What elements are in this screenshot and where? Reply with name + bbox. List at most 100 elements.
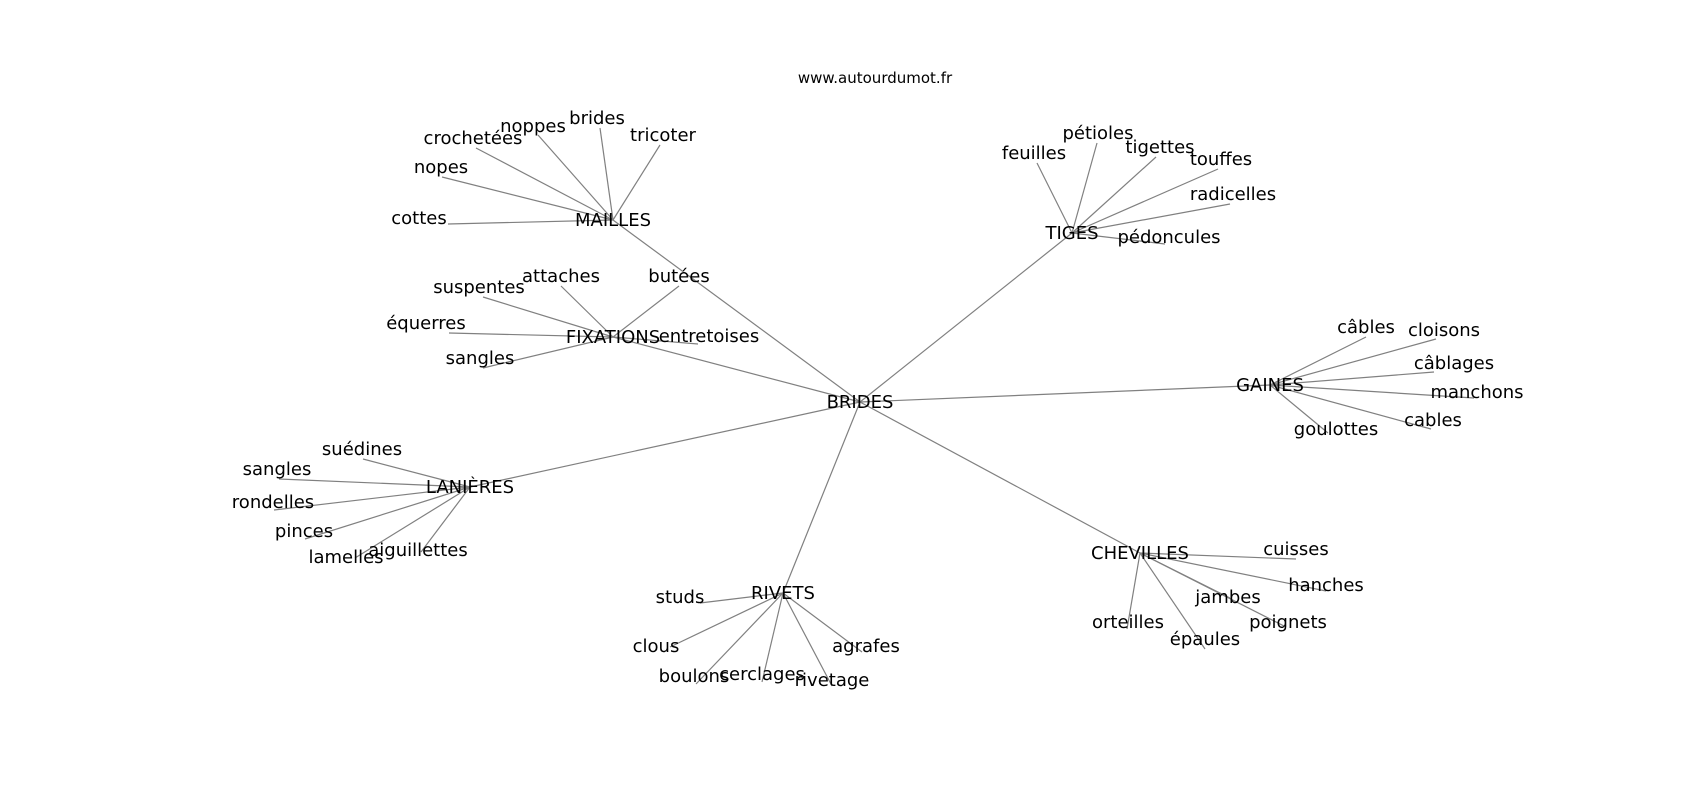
leaf-node-tricoter: tricoter bbox=[630, 125, 697, 146]
edge-tiges-tigettes bbox=[1071, 156, 1157, 234]
edge-rivets-agrafes bbox=[782, 592, 863, 653]
edge-root-chevilles bbox=[859, 401, 1141, 554]
leaf-node-sangles: sangles bbox=[243, 459, 312, 480]
leaf-node-studs: studs bbox=[656, 587, 705, 608]
leaf-node-cables: cables bbox=[1404, 410, 1462, 431]
edge-root-gaines bbox=[859, 384, 1271, 403]
edge-gaines-cablages bbox=[1269, 371, 1435, 386]
leaf-node-clous: clous bbox=[633, 636, 680, 657]
leaf-node-poignets: poignets bbox=[1249, 612, 1327, 633]
leaf-node-suedines: suédines bbox=[322, 439, 402, 460]
group-node-mailles: MAILLES bbox=[575, 210, 651, 231]
edge-lanieres-lamelles bbox=[354, 486, 471, 559]
edge-mailles-crochetees bbox=[475, 147, 614, 221]
edge-root-tiges bbox=[859, 232, 1073, 403]
root-node: BRIDES bbox=[827, 392, 894, 413]
edge-fixations-butees bbox=[612, 285, 680, 338]
leaf-node-cottes: cottes bbox=[391, 208, 446, 229]
leaf-node-touffes: touffes bbox=[1190, 149, 1252, 170]
group-node-rivets: RIVETS bbox=[751, 583, 815, 604]
leaf-node-epaules: épaules bbox=[1170, 629, 1240, 650]
edge-tiges-radicelles bbox=[1071, 203, 1231, 234]
edge-mailles-tricoter bbox=[612, 144, 661, 221]
edge-gaines-cloisons bbox=[1269, 338, 1437, 386]
edge-root-lanieres bbox=[469, 401, 861, 488]
leaf-node-hanches: hanches bbox=[1288, 575, 1364, 596]
leaf-node-cables: câbles bbox=[1337, 317, 1395, 338]
edge-chevilles-hanches bbox=[1139, 552, 1327, 592]
edge-lanieres-sangles bbox=[278, 478, 471, 488]
edge-rivets-boulons bbox=[695, 592, 784, 685]
leaf-node-tigettes: tigettes bbox=[1125, 137, 1194, 158]
group-node-lanieres: LANIÈRES bbox=[426, 476, 514, 498]
leaf-node-nopes: nopes bbox=[414, 157, 468, 178]
edge-fixations-entretoises bbox=[612, 336, 699, 345]
edge-tiges-petioles bbox=[1071, 142, 1098, 234]
edge-lanieres-rondelles bbox=[273, 486, 471, 511]
edge-tiges-feuilles bbox=[1036, 162, 1073, 234]
edge-root-mailles bbox=[612, 219, 861, 403]
edge-fixations-sangles bbox=[482, 336, 614, 369]
leaf-node-sangles: sangles bbox=[446, 348, 515, 369]
edge-fixations-attaches bbox=[560, 285, 614, 338]
leaf-node-noppes: noppes bbox=[500, 116, 566, 137]
leaf-node-rondelles: rondelles bbox=[232, 492, 314, 513]
edge-lanieres-aiguillettes bbox=[420, 486, 471, 553]
leaf-node-butees: butées bbox=[648, 266, 709, 287]
leaf-node-orteilles: orteilles bbox=[1092, 612, 1164, 633]
leaf-node-cablages: câblages bbox=[1414, 353, 1494, 374]
edge-chevilles-epaules bbox=[1139, 552, 1206, 650]
group-node-gaines: GAINES bbox=[1236, 375, 1304, 396]
leaf-node-feuilles: feuilles bbox=[1002, 143, 1066, 164]
leaf-node-petioles: pétioles bbox=[1062, 123, 1133, 144]
edge-lanieres-pinces bbox=[304, 486, 471, 540]
leaf-node-suspentes: suspentes bbox=[433, 277, 525, 298]
edge-root-fixations bbox=[612, 336, 861, 403]
leaf-node-lamelles: lamelles bbox=[308, 547, 383, 568]
edge-gaines-manchons bbox=[1269, 384, 1475, 399]
leaf-node-agrafes: agrafes bbox=[832, 636, 900, 657]
leaf-node-goulottes: goulottes bbox=[1294, 419, 1378, 440]
edge-rivets-studs bbox=[699, 592, 784, 604]
edge-mailles-noppes bbox=[537, 134, 614, 221]
leaf-node-pedoncules: pédoncules bbox=[1117, 227, 1220, 248]
leaf-node-aiguillettes: aiguillettes bbox=[368, 540, 468, 561]
edge-chevilles-poignets bbox=[1139, 552, 1285, 627]
edge-chevilles-orteilles bbox=[1126, 552, 1141, 630]
leaf-node-pinces: pinces bbox=[275, 521, 333, 542]
edge-root-rivets bbox=[782, 401, 861, 594]
leaf-node-cloisons: cloisons bbox=[1408, 320, 1480, 341]
leaf-node-crochetees: crochetées bbox=[424, 128, 523, 149]
edge-gaines-cables bbox=[1269, 336, 1367, 386]
leaf-node-cuisses: cuisses bbox=[1263, 539, 1329, 560]
edge-chevilles-cuisses bbox=[1139, 552, 1297, 560]
edge-rivets-rivetage bbox=[782, 592, 833, 687]
site-watermark: www.autourdumot.fr bbox=[798, 69, 953, 87]
edge-fixations-suspentes bbox=[482, 296, 614, 338]
leaf-node-boulons: boulons bbox=[659, 666, 730, 687]
edge-mailles-brides bbox=[599, 127, 614, 221]
group-node-chevilles: CHEVILLES bbox=[1091, 543, 1189, 564]
leaf-node-rivetage: rivetage bbox=[795, 670, 870, 691]
edge-fixations-equerres bbox=[448, 332, 614, 338]
group-node-fixations: FIXATIONS bbox=[566, 327, 660, 348]
leaf-node-entretoises: entretoises bbox=[659, 326, 760, 347]
edge-tiges-pedoncules bbox=[1071, 232, 1166, 245]
leaf-node-brides: brides bbox=[569, 108, 625, 129]
leaf-node-jambes: jambes bbox=[1194, 587, 1260, 608]
edge-gaines-cables bbox=[1269, 384, 1432, 430]
leaf-node-cerclages: cerclages bbox=[719, 664, 805, 685]
edge-rivets-cerclages bbox=[761, 592, 784, 683]
leaf-node-equerres: équerres bbox=[386, 313, 466, 334]
group-node-tiges: TIGES bbox=[1044, 223, 1098, 244]
edge-lanieres-suedines bbox=[362, 458, 471, 488]
graph-edges bbox=[273, 127, 1475, 687]
edge-gaines-goulottes bbox=[1269, 384, 1329, 434]
leaf-node-radicelles: radicelles bbox=[1190, 184, 1276, 205]
leaf-node-attaches: attaches bbox=[522, 266, 600, 287]
leaf-node-manchons: manchons bbox=[1430, 382, 1523, 403]
edge-mailles-cottes bbox=[447, 219, 614, 225]
